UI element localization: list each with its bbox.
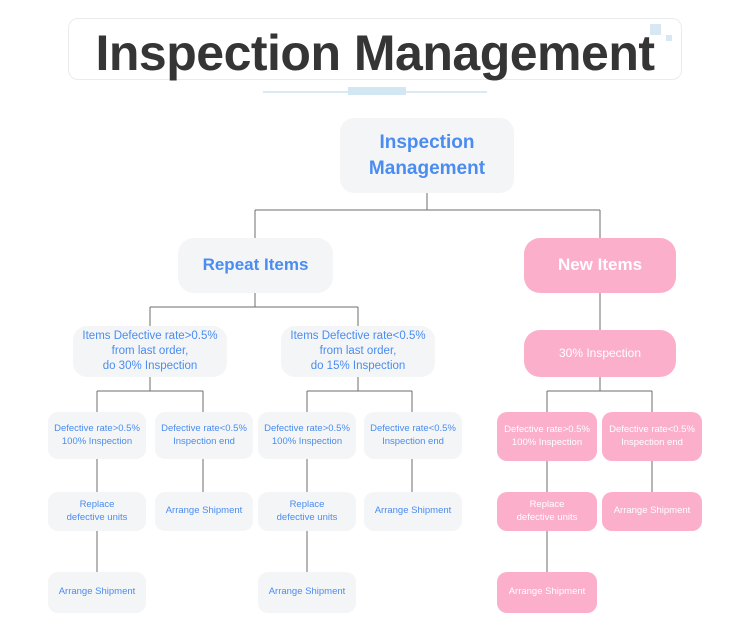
node-repeat-condition-low-defect[interactable]: Items Defective rate<0.5% from last orde… — [281, 326, 435, 377]
title-underline-accent — [348, 87, 406, 95]
decorative-square-icon — [650, 24, 661, 35]
node-new-final-1[interactable]: Arrange Shipment — [497, 572, 597, 613]
node-repeat-outcome-1[interactable]: Defective rate>0.5% 100% Inspection — [48, 412, 146, 459]
node-repeat-condition-high-defect[interactable]: Items Defective rate>0.5% from last orde… — [73, 326, 227, 377]
node-repeat-outcome-3[interactable]: Defective rate>0.5% 100% Inspection — [258, 412, 356, 459]
node-new-outcome-1[interactable]: Defective rate>0.5% 100% Inspection — [497, 412, 597, 461]
node-repeat-outcome-2[interactable]: Defective rate<0.5% Inspection end — [155, 412, 253, 459]
decorative-small-square-icon — [666, 35, 672, 41]
node-repeat-final-1[interactable]: Arrange Shipment — [48, 572, 146, 613]
node-repeat-action-4[interactable]: Arrange Shipment — [364, 492, 462, 531]
node-repeat-outcome-4[interactable]: Defective rate<0.5% Inspection end — [364, 412, 462, 459]
node-new-action-1[interactable]: Replace defective units — [497, 492, 597, 531]
node-root-inspection-management[interactable]: Inspection Management — [340, 118, 514, 193]
node-new-30-percent-inspection[interactable]: 30% Inspection — [524, 330, 676, 377]
node-repeat-action-3[interactable]: Replace defective units — [258, 492, 356, 531]
page-header: Inspection Management — [0, 0, 750, 110]
title-frame — [68, 18, 682, 80]
node-new-outcome-2[interactable]: Defective rate<0.5% Inspection end — [602, 412, 702, 461]
node-repeat-final-2[interactable]: Arrange Shipment — [258, 572, 356, 613]
node-repeat-action-1[interactable]: Replace defective units — [48, 492, 146, 531]
node-branch-repeat-items[interactable]: Repeat Items — [178, 238, 333, 293]
node-branch-new-items[interactable]: New Items — [524, 238, 676, 293]
page-title: Inspection Management — [95, 25, 655, 81]
node-repeat-action-2[interactable]: Arrange Shipment — [155, 492, 253, 531]
node-new-action-2[interactable]: Arrange Shipment — [602, 492, 702, 531]
